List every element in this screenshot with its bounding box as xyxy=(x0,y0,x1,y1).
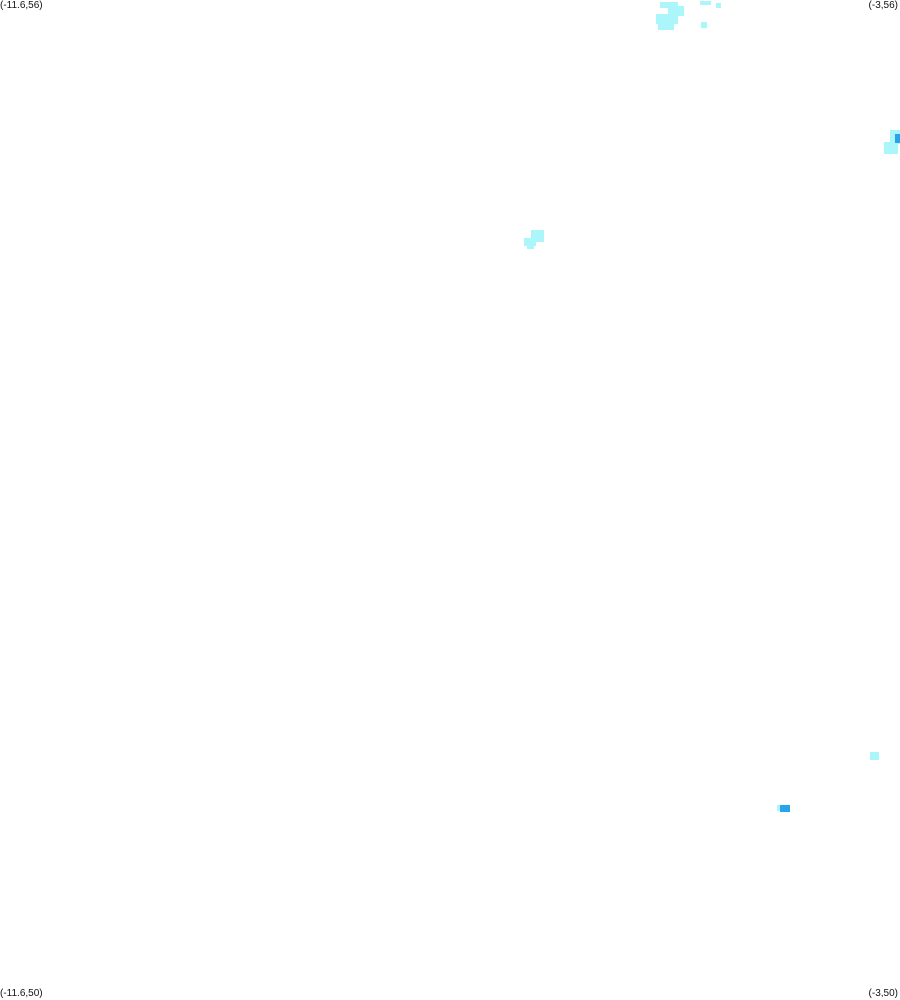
precip-cell xyxy=(524,238,536,246)
precip-cell xyxy=(780,805,790,812)
precip-cell xyxy=(527,244,534,249)
precip-cell xyxy=(656,14,678,24)
corner-coordinate-top-right: (-3,56) xyxy=(868,0,898,11)
corner-coordinate-bottom-right: (-3,50) xyxy=(868,988,898,999)
precip-cell xyxy=(716,3,721,8)
precip-cell xyxy=(895,134,900,143)
precip-cluster-central xyxy=(524,230,544,249)
precip-cell xyxy=(870,752,879,760)
precip-cell xyxy=(777,805,781,811)
precip-cell xyxy=(884,142,898,154)
corner-coordinate-bottom-left: (-11.6,50) xyxy=(0,988,43,999)
precip-cell xyxy=(658,22,674,30)
precip-cell xyxy=(700,1,711,5)
precip-cluster-north xyxy=(656,1,721,30)
corner-coordinate-top-left: (-11.6,56) xyxy=(0,0,43,11)
precip-cell xyxy=(701,22,707,28)
precip-cell xyxy=(660,2,678,8)
precip-cell xyxy=(668,6,684,16)
precip-cluster-south xyxy=(777,752,879,812)
precip-cluster-east xyxy=(884,130,900,154)
